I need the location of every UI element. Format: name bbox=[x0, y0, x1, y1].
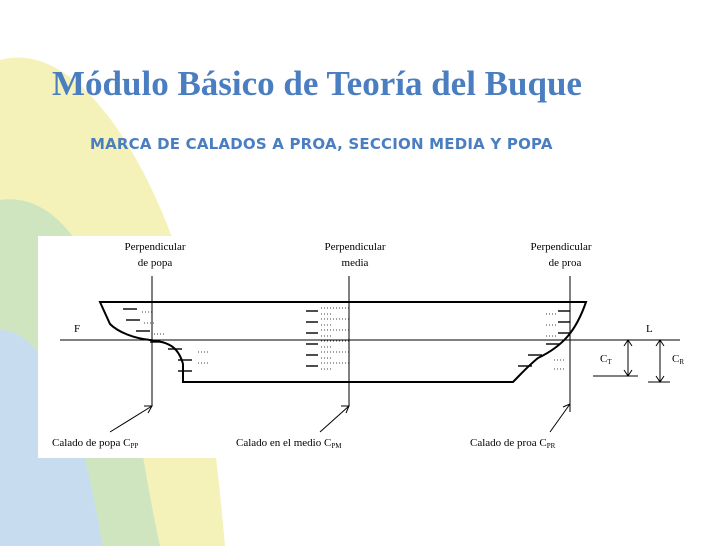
mid-caption-arrow bbox=[319, 405, 350, 433]
fwd-perpendicular-label-line2: de proa bbox=[549, 257, 582, 269]
point-f-label: F bbox=[74, 323, 80, 335]
mid-draft-marks bbox=[306, 310, 318, 367]
cr-dimension bbox=[648, 339, 670, 383]
fwd-perpendicular-label-line1: Perpendicular bbox=[530, 241, 591, 253]
caption-fwd-draft: Calado de proa CPR bbox=[470, 437, 556, 450]
ct-label: CT bbox=[600, 353, 612, 366]
fwd-caption-arrow bbox=[549, 403, 571, 433]
hull-outline bbox=[98, 301, 588, 383]
draft-marks-diagram: Perpendicular de popa Perpendicular medi… bbox=[38, 236, 702, 458]
ct-dimension bbox=[593, 339, 638, 377]
fwd-draft-marks bbox=[518, 310, 570, 367]
slide-title: Módulo Básico de Teoría del Buque bbox=[52, 64, 582, 103]
point-l-label: L bbox=[646, 323, 653, 335]
caption-aft-draft: Calado de popa CPP bbox=[52, 437, 138, 450]
aft-caption-arrow bbox=[109, 405, 153, 433]
mid-perpendicular-label-line1: Perpendicular bbox=[324, 241, 385, 253]
cr-label: CR bbox=[672, 353, 684, 366]
mid-perpendicular-label-line2: media bbox=[342, 257, 369, 269]
slide-subtitle: MARCA DE CALADOS A PROA, SECCION MEDIA Y… bbox=[90, 135, 553, 153]
caption-mid-draft: Calado en el medio CPM bbox=[236, 437, 342, 450]
aft-perpendicular-label-line1: Perpendicular bbox=[124, 241, 185, 253]
mid-draft-dots bbox=[321, 307, 349, 370]
aft-perpendicular-label-line2: de popa bbox=[138, 257, 173, 269]
aft-draft-marks bbox=[123, 308, 192, 372]
aft-draft-dots bbox=[142, 311, 210, 364]
